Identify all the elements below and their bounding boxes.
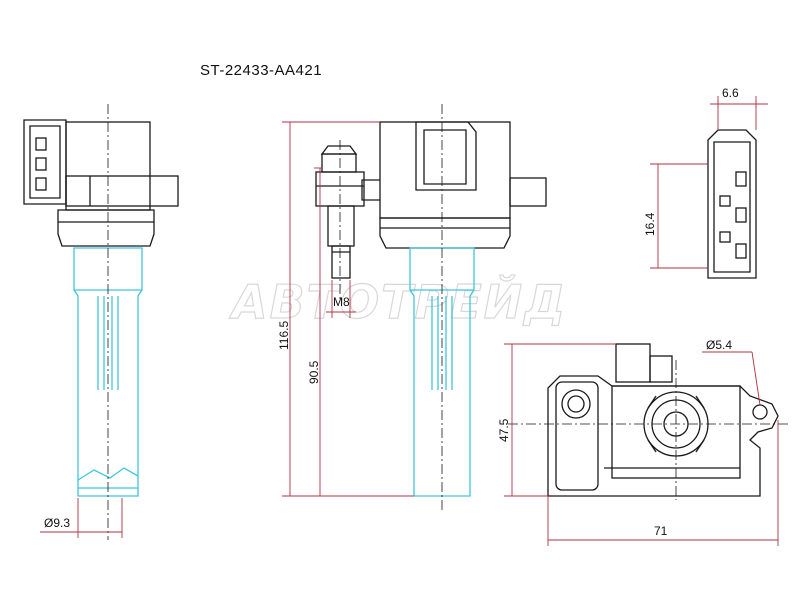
center-boot	[409, 247, 475, 497]
connector-width-dimension	[710, 96, 768, 130]
thread-dimension	[326, 280, 356, 318]
mount-hole-dimension	[702, 351, 761, 406]
connector-width-label: 6.6	[722, 86, 739, 100]
boot-diameter-label: Ø9.3	[44, 516, 70, 530]
flange-width-dimension	[547, 420, 779, 546]
mount-hole-label: Ø5.4	[706, 338, 732, 352]
center-front-view	[315, 121, 547, 279]
part-number-title: ST-22433-AA421	[200, 62, 323, 79]
flange-height-dimension	[504, 343, 616, 497]
thread-label: M8	[333, 295, 350, 309]
total-length-label: 116.5	[277, 321, 291, 350]
connector-face-view	[707, 129, 757, 279]
flange-width-label: 71	[654, 524, 668, 538]
boot-length-label: 90.5	[307, 360, 321, 384]
left-boot	[73, 247, 143, 497]
flange-height-label: 47.5	[497, 418, 511, 442]
boot-diameter-dimension	[40, 498, 123, 538]
watermark-logo: АВТОТРЕЙД	[229, 275, 567, 329]
connector-height-label: 16.4	[643, 212, 657, 236]
boot-length-dimension	[314, 167, 322, 496]
mounting-flange-view	[547, 343, 779, 497]
connector-height-dimension	[650, 163, 708, 269]
left-side-view	[23, 119, 179, 247]
total-length-dimension	[282, 121, 414, 497]
